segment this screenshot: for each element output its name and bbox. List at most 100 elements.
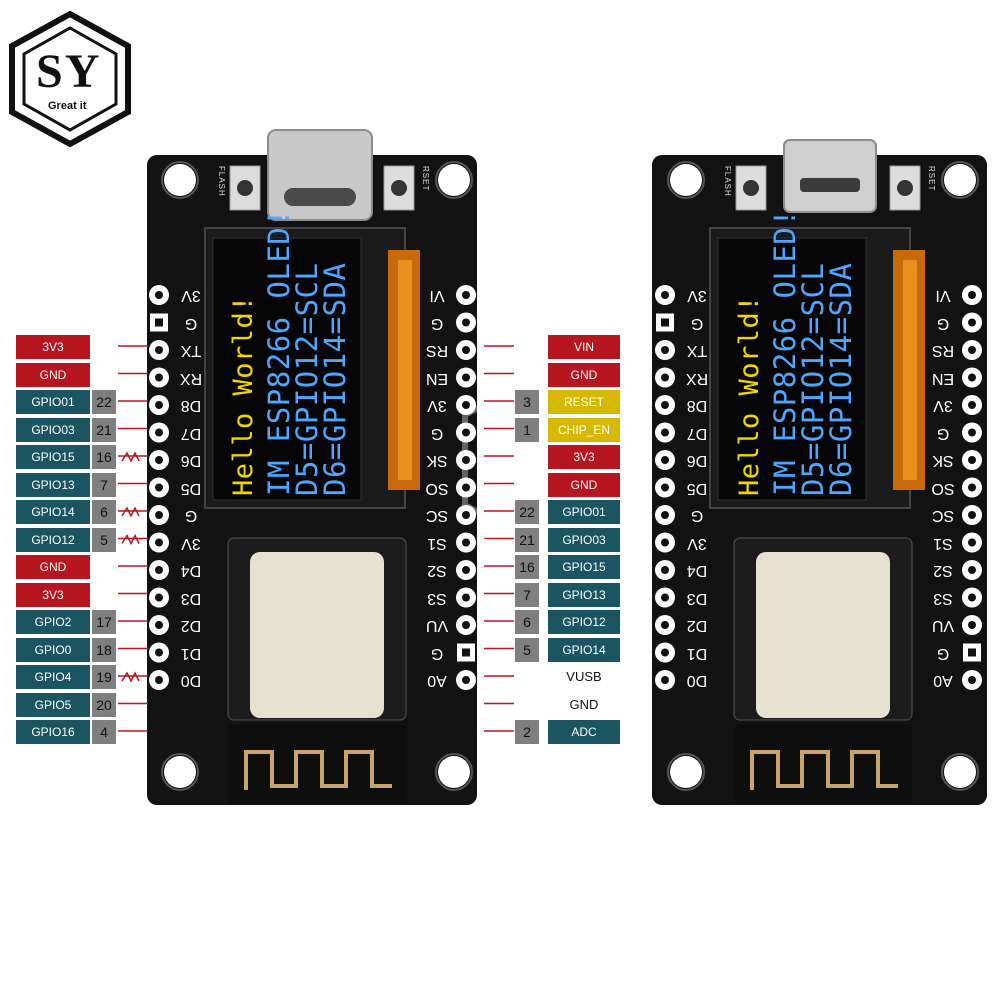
pad-hole	[462, 676, 470, 684]
left-gpio-number: 22	[92, 390, 116, 414]
left-pin-label: GPIO03	[16, 417, 90, 442]
silk-pin-right: G	[936, 644, 950, 662]
right-gpio-number: 7	[515, 582, 539, 607]
silk-pin-left: D1	[686, 644, 708, 662]
silk-pin-left: 3V	[181, 287, 201, 304]
silk-pin-right: SO	[425, 479, 449, 497]
right-pin-label: GND	[548, 472, 620, 497]
pwm-wave-icon	[121, 506, 140, 518]
silk-pin-left: D2	[686, 617, 708, 634]
flash-label: FLASH	[217, 166, 226, 197]
left-pin-label: GPIO13	[16, 472, 90, 497]
right-pin-label: VUSB	[566, 669, 602, 684]
pad-hole	[968, 346, 976, 354]
silk-pin-right: G	[936, 424, 950, 442]
right-gpio-number: 21	[515, 527, 539, 552]
left-gpio-number: 19	[92, 665, 116, 689]
pad-hole	[661, 291, 669, 299]
pad-hole	[968, 621, 976, 629]
right-gpio-number: 16	[515, 555, 539, 579]
pad-hole	[462, 318, 470, 327]
silk-pin-right: S1	[427, 534, 447, 552]
silk-pin-right: S2	[933, 562, 953, 579]
pad-hole	[155, 648, 163, 657]
silk-pin-left: D4	[180, 562, 202, 579]
left-pin-label: GPIO15	[16, 445, 90, 469]
silk-pin-left: 3V	[181, 534, 201, 552]
pad-hole	[661, 648, 669, 657]
silk-pin-right: RS	[931, 342, 955, 359]
pad-hole	[155, 373, 163, 382]
silk-pin-right: VI	[429, 287, 445, 304]
silk-pin-left: TX	[180, 342, 202, 359]
pad-hole	[968, 318, 976, 327]
pad-hole	[155, 401, 163, 409]
silk-pin-right: G	[430, 644, 444, 662]
right-pin-label: GPIO13	[548, 582, 620, 607]
left-gpio-number: 21	[92, 417, 116, 442]
silk-pin-left: 3V	[687, 534, 707, 552]
silk-pin-left: D6	[180, 452, 202, 469]
silk-pin-right: SO	[931, 479, 955, 497]
pad-hole	[462, 346, 470, 354]
reset-label-2: RSET	[927, 166, 936, 192]
silk-pin-right: SK	[932, 452, 954, 469]
silk-pin-left: D3	[180, 589, 202, 607]
oled-line: Hello World!	[228, 294, 259, 496]
left-pin-label: GPIO5	[16, 692, 90, 717]
micro-usb-connector	[783, 139, 877, 213]
pad-hole	[462, 593, 470, 602]
pad-hole	[968, 483, 976, 492]
silk-pin-right: G	[430, 314, 444, 332]
left-gpio-number: 7	[92, 472, 116, 497]
silk-pin-left: G	[690, 314, 704, 332]
silk-pin-right: S3	[427, 589, 447, 607]
left-pin-label: GPIO16	[16, 720, 90, 744]
oled-line: Hello World!	[734, 294, 765, 496]
pad-hole	[462, 566, 470, 574]
pad-hole	[462, 456, 470, 464]
right-gpio-number: 1	[515, 417, 539, 442]
flash-label-2: FLASH	[723, 166, 732, 197]
pad-hole	[661, 676, 669, 684]
pad-hole	[661, 593, 669, 602]
silk-pin-left: G	[184, 507, 198, 524]
right-pin-label: CHIP_EN	[548, 417, 620, 442]
pad-hole	[661, 428, 669, 437]
silk-pin-right: 3V	[427, 397, 447, 414]
oled-line: D6=GPIO14=SDA	[824, 262, 858, 496]
pad-hole	[155, 676, 163, 684]
pad-hole	[661, 346, 669, 354]
pad-hole	[155, 511, 163, 519]
right-pin-label: 3V3	[548, 445, 620, 469]
silk-pin-right: 3V	[933, 397, 953, 414]
left-gpio-number: 18	[92, 637, 116, 662]
silk-pin-right: SC	[425, 507, 449, 524]
silk-pin-right: EN	[931, 369, 955, 387]
silk-pin-left: D2	[180, 617, 202, 634]
silk-pin-right: SC	[931, 507, 955, 524]
pad-hole	[462, 428, 470, 437]
pad-hole	[155, 483, 163, 492]
reset-label: RSET	[421, 166, 430, 192]
pad-hole	[155, 538, 163, 547]
right-gpio-number: 5	[515, 637, 539, 662]
silk-pin-left: D8	[686, 397, 708, 414]
pad-hole	[462, 401, 470, 409]
pad-hole	[968, 401, 976, 409]
silk-pin-left: D5	[686, 479, 708, 497]
silk-pin-right: VU	[931, 617, 955, 634]
silk-pin-left: RX	[685, 369, 709, 387]
logo-tagline: Great it	[48, 100, 87, 112]
silk-pin-right: S1	[933, 534, 953, 552]
silk-pin-right: G	[936, 314, 950, 332]
watermark-text: Great it	[480, 536, 520, 550]
silk-pin-right: S3	[933, 589, 953, 607]
pad-hole	[155, 621, 163, 629]
pad-hole	[462, 373, 470, 382]
silk-pin-left: G	[690, 507, 704, 524]
silk-pin-right: A0	[933, 672, 953, 689]
pad-hole	[155, 318, 163, 327]
pad-hole	[968, 566, 976, 574]
pad-hole	[462, 648, 470, 657]
